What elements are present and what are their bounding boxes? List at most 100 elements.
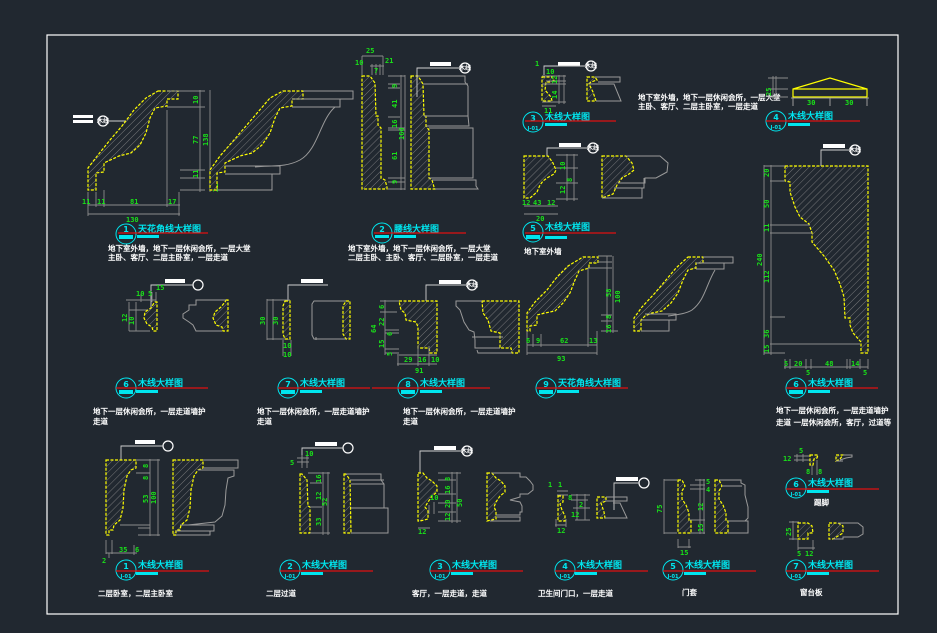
- dim-text: 6: [526, 337, 530, 345]
- detail-number: 3: [530, 114, 536, 123]
- dim-text: 29: [404, 356, 412, 364]
- small-molding-profile: [541, 76, 555, 102]
- cornice-profile: [87, 90, 179, 191]
- detail-number: 3: [437, 562, 443, 571]
- detail-note: 二层主卧、主卧、客厅、二层卧室，一层走道: [348, 252, 498, 262]
- detail-number: 1: [123, 225, 129, 234]
- dim-text: 81: [130, 198, 138, 206]
- dim-text: 10: [283, 342, 291, 350]
- dim-text: 12: [522, 199, 530, 207]
- detail-sheet-ref: J-01: [434, 574, 446, 580]
- detail-sheet-ref: J-01: [559, 574, 571, 580]
- dim-text: 10: [431, 356, 439, 364]
- dim-text: 16: [418, 356, 426, 364]
- dim-text: 75: [656, 505, 664, 513]
- detail-title: 木线大样图: [807, 377, 853, 389]
- dim-text: 77: [192, 136, 200, 144]
- detail-note: 地下室外墙: [524, 246, 562, 256]
- detail-17-callout: 7 J-01 木线大样图 窗台板: [785, 559, 879, 597]
- detail-bubble-icon: [785, 559, 807, 581]
- dim-text: 15: [378, 340, 386, 348]
- dim-text: 30: [845, 99, 853, 107]
- detail-title: 天花角线大样图: [138, 223, 201, 235]
- molding-profile: [417, 472, 438, 522]
- detail-title: 木线大样图: [576, 559, 622, 571]
- dim-text: 15: [763, 345, 771, 353]
- detail-sheet-ref: J-01: [284, 574, 296, 580]
- detail-17-window-sill: 25 5 12: [785, 521, 864, 558]
- dim-text: 8: [142, 464, 150, 468]
- detail-note: 地下一层休闲会所，一层走道墙护: [93, 406, 206, 416]
- detail-number: 2: [379, 225, 385, 234]
- dim-text: 16: [391, 120, 399, 128]
- dim-text: 20: [444, 500, 452, 508]
- dim-text: 10: [136, 290, 144, 298]
- detail-13-molding: 木线 8 16 20 12 50 10 12: [417, 445, 534, 536]
- detail-number: 2: [287, 562, 293, 571]
- detail-number: 7: [285, 380, 291, 389]
- dim-text: 35: [119, 546, 127, 554]
- detail-title: 腰线大样图: [393, 223, 439, 235]
- detail-sheet-ref: J-01: [790, 492, 802, 498]
- dim-text: 16: [315, 475, 323, 483]
- detail-note: 地下室外墙，地下一层休闲会所，一层大堂: [348, 243, 491, 253]
- dim-text: 12: [571, 511, 579, 519]
- dim-text: 61: [391, 152, 399, 160]
- dim-text: 112: [763, 270, 771, 283]
- detail-bubble-icon: [279, 559, 301, 581]
- dim-text: 5: [148, 290, 152, 298]
- dim-text: 5: [806, 369, 810, 377]
- dim-text: 2: [102, 557, 106, 565]
- belt-profile: [361, 75, 388, 190]
- detail-number: 4: [773, 113, 779, 122]
- dim-text: 20: [763, 169, 771, 177]
- dim-text: 12: [444, 513, 452, 521]
- detail-5-molding: 木线 10 12 8 12 43 12 20: [522, 142, 669, 223]
- detail-title: 木线大样图: [451, 559, 497, 571]
- dim-text: 11: [82, 198, 90, 206]
- detail-sheet-ref: J-01: [790, 574, 802, 580]
- dim-text: 8: [605, 315, 613, 319]
- detail-note: 地下一层休闲会所，一层走道墙护: [403, 406, 516, 416]
- dim-text: 30: [259, 317, 267, 325]
- dim-text: 160: [398, 127, 406, 140]
- detail-2-callout: 2 腰线大样图 地下室外墙，地下一层休闲会所，一层大堂 二层主卧、主卧、客厅、二…: [348, 222, 498, 262]
- dim-text: 20: [794, 360, 802, 368]
- detail-title: 木线大样图: [544, 111, 590, 123]
- detail-10-callout: 9 天花角线大样图: [535, 377, 628, 399]
- detail-sheet-ref: J-01: [120, 574, 132, 580]
- sill-profile: [797, 522, 814, 540]
- molding-profile: [398, 300, 438, 354]
- detail-title: 木线大样图: [137, 377, 183, 389]
- detail-title: 木线大样图: [419, 377, 465, 389]
- dim-text: 12: [551, 76, 559, 84]
- dim-text: 64: [370, 325, 378, 333]
- dim-text: 91: [415, 367, 423, 375]
- detail-15-door-casing: 75 5 4 12 15 15: [656, 478, 749, 557]
- label-tag-bar: [73, 120, 93, 123]
- dim-text: 62: [560, 337, 568, 345]
- dim-text: 41: [391, 100, 399, 108]
- tag-bubble-icon: [192, 279, 204, 291]
- detail-6-large-callout: 6 木线大样图 地下一层休闲会所，一层走道墙护 走道 一层休闲会所，客厅，过道等: [776, 377, 892, 427]
- dim-text: 15: [680, 549, 688, 557]
- dim-text: 12: [315, 492, 323, 500]
- detail-note: 客厅，一层走道，走道: [411, 588, 487, 598]
- dim-text: 25: [785, 528, 793, 536]
- dim-text: 10: [559, 162, 567, 170]
- detail-4-cap-molding: 25 30 30: [765, 76, 869, 107]
- tag-bubble-icon: [162, 440, 174, 452]
- detail-note: 地下一层休闲会所，一层走道墙护: [776, 405, 889, 415]
- detail-note: 地下室外墙，地下一层休闲会所，一层大堂: [108, 243, 251, 253]
- detail-note: 走道 一层休闲会所，客厅，过道等: [776, 417, 892, 427]
- detail-bubble-icon: [662, 559, 684, 581]
- detail-note: 主卧、客厅、二层主卧室，一层走道: [108, 252, 228, 262]
- detail-bubble-icon: [554, 559, 576, 581]
- detail-number: 7: [793, 562, 799, 571]
- detail-note: 走道: [93, 416, 108, 426]
- detail-note: 卫生间门口，一层走道: [538, 588, 613, 598]
- label-tag-bar: [73, 115, 93, 118]
- dim-text: 50: [763, 200, 771, 208]
- casing-profile: [677, 479, 692, 534]
